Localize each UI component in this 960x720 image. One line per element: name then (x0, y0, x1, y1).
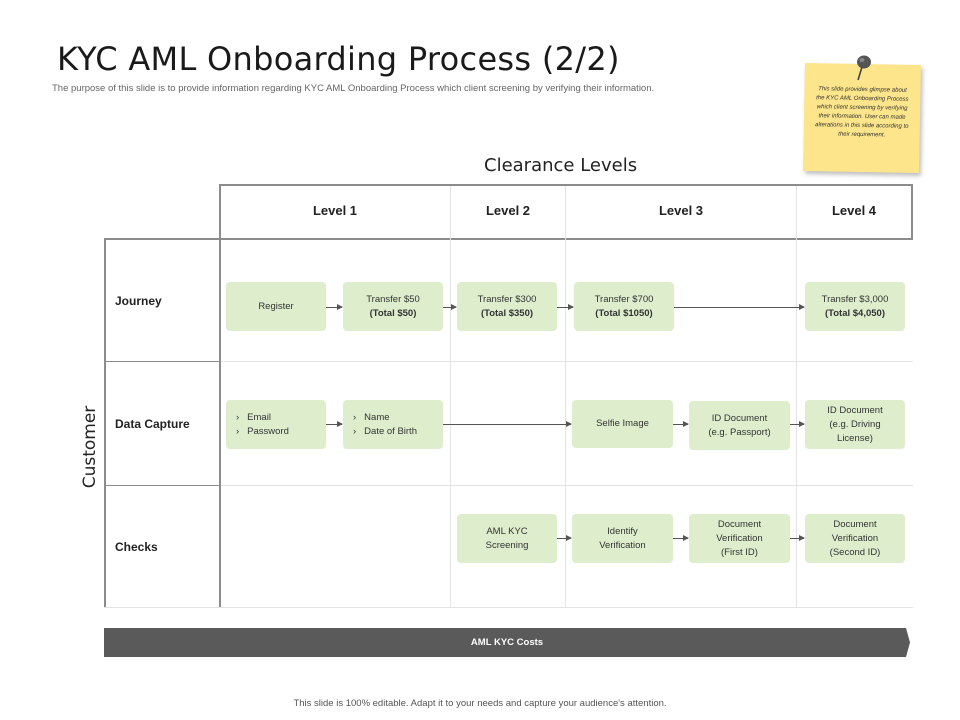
transfer-300-total: (Total $350) (480, 307, 534, 319)
level-divider-2 (565, 186, 566, 608)
row-divider-2 (104, 485, 221, 486)
customer-side-label: Customer (80, 405, 100, 489)
id-passport-line1: ID Document (711, 412, 768, 424)
aml-kyc-line2: Screening (485, 539, 529, 551)
pushpin-icon (857, 55, 871, 81)
arrow-passport-to-license (790, 421, 805, 427)
register-box: Register (226, 282, 326, 331)
identify-line1: Identify (607, 525, 638, 537)
level-3-header: Level 3 (658, 203, 704, 218)
level-divider-3 (796, 186, 797, 608)
list-item-email: Email (236, 411, 289, 425)
level-divider-1 (450, 186, 451, 608)
sticky-note-text: This slide provides glimpse about the KY… (815, 86, 909, 139)
row-label-data-capture: Data Capture (115, 417, 190, 431)
list-item-name: Name (353, 411, 417, 425)
transfer-3000-total: (Total $4,050) (824, 307, 885, 319)
arrow-selfie-to-passport (673, 421, 689, 427)
arrow-name-to-selfie (443, 421, 572, 427)
row-divider-2-body (221, 485, 913, 486)
id-license-line2: (e.g. Driving (829, 418, 881, 430)
transfer-700-box: Transfer $700 (Total $1050) (574, 282, 674, 331)
id-license-line3: License) (837, 432, 873, 444)
transfer-3000-label: Transfer $3,000 (821, 293, 889, 305)
level-2-header: Level 2 (485, 203, 531, 218)
grid-bottom-border (104, 607, 913, 608)
list-item-date-of-birth: Date of Birth (353, 425, 417, 439)
transfer-50-box: Transfer $50 (Total $50) (343, 282, 443, 331)
row-label-checks: Checks (115, 540, 158, 554)
label-column-divider (219, 184, 221, 608)
row-divider-1-body (221, 361, 913, 362)
level-4-header: Level 4 (831, 203, 877, 218)
doc1-line1: Document (717, 518, 762, 530)
doc1-line2: Verification (716, 532, 763, 544)
clearance-levels-heading: Clearance Levels (484, 155, 638, 176)
aml-kyc-line1: AML KYC (486, 525, 528, 537)
list-item-password: Password (236, 425, 289, 439)
transfer-300-label: Transfer $300 (477, 293, 537, 305)
grid-left-border (104, 238, 106, 608)
arrow-register-to-50 (326, 304, 343, 310)
aml-kyc-costs-label: AML KYC Costs (470, 637, 544, 648)
selfie-image-label: Selfie Image (596, 418, 649, 429)
header-top-border (219, 184, 913, 186)
transfer-300-box: Transfer $300 (Total $350) (457, 282, 557, 331)
row-label-journey: Journey (115, 294, 162, 308)
footer-text: This slide is 100% editable. Adapt it to… (293, 698, 667, 709)
transfer-50-label: Transfer $50 (366, 293, 420, 305)
arrow-300-to-700 (557, 304, 574, 310)
arrow-doc1-to-doc2 (790, 535, 805, 541)
doc2-line3: (Second ID) (829, 546, 881, 558)
selfie-image-box: Selfie Image (572, 400, 673, 448)
arrow-aml-to-identify (557, 535, 572, 541)
doc2-line1: Document (833, 518, 877, 530)
doc1-line3: (First ID) (721, 546, 758, 558)
page-title: KYC AML Onboarding Process (2/2) (57, 40, 620, 78)
transfer-700-label: Transfer $700 (594, 293, 654, 305)
id-passport-box: ID Document (e.g. Passport) (689, 401, 790, 450)
aml-kyc-costs-bar: AML KYC Costs (104, 628, 910, 657)
level-1-header: Level 1 (312, 203, 358, 218)
identify-line2: Verification (599, 539, 646, 551)
header-bottom-border (104, 238, 913, 240)
aml-kyc-screening-box: AML KYC Screening (457, 514, 557, 563)
header-right-border (911, 184, 913, 240)
transfer-700-total: (Total $1050) (595, 307, 653, 319)
id-passport-line2: (e.g. Passport) (708, 426, 771, 438)
arrow-identify-to-doc1 (673, 535, 689, 541)
arrow-email-to-name (326, 421, 343, 427)
id-license-line1: ID Document (827, 404, 883, 416)
name-dob-box: Name Date of Birth (343, 400, 443, 449)
arrow-50-to-300 (443, 304, 457, 310)
page-subtitle: The purpose of this slide is to provide … (52, 83, 655, 94)
email-password-box: Email Password (226, 400, 326, 449)
register-label: Register (258, 300, 294, 312)
transfer-50-total: (Total $50) (369, 307, 417, 319)
doc2-line2: Verification (831, 532, 879, 544)
arrow-700-to-3000 (674, 304, 805, 310)
transfer-3000-box: Transfer $3,000 (Total $4,050) (805, 282, 905, 331)
row-divider-1 (104, 361, 221, 362)
